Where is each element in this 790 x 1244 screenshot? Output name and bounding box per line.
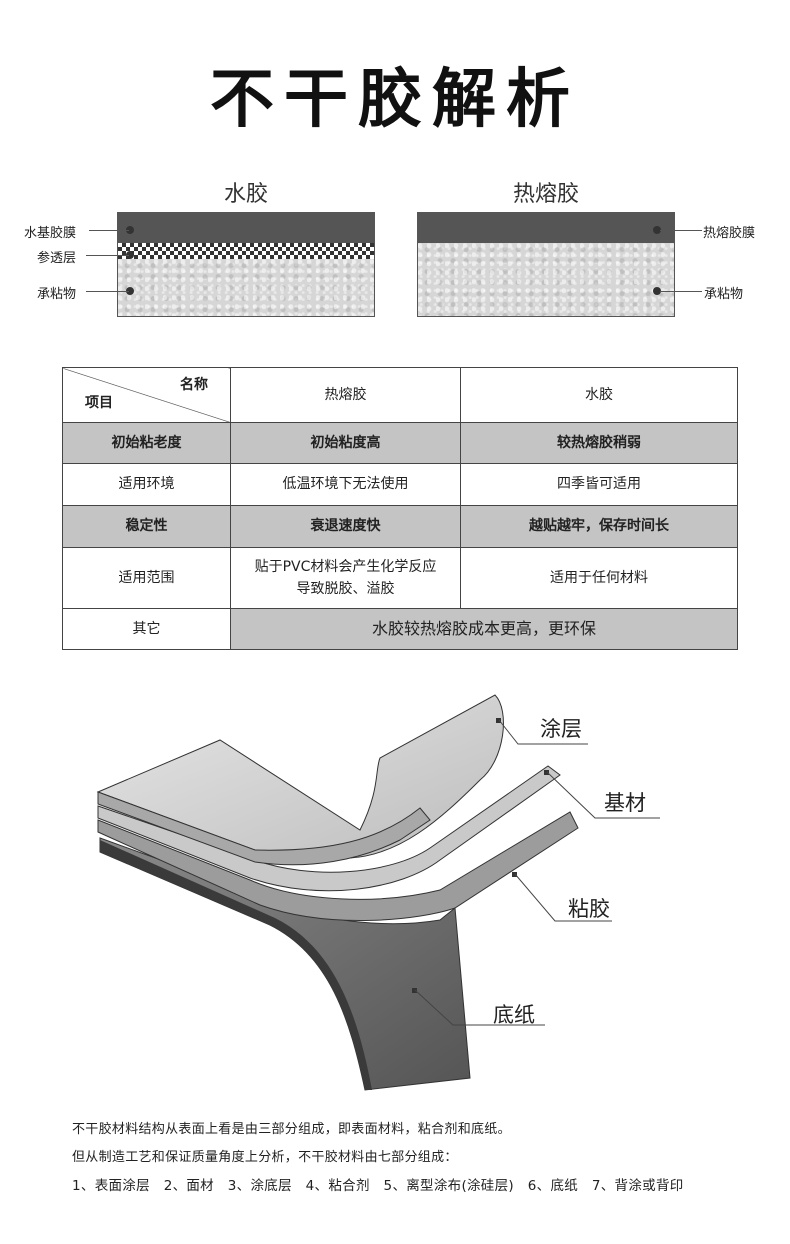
label-coating: 涂层	[540, 717, 582, 741]
table-row: 稳定性 衰退速度快 越贴越牢，保存时间长	[62, 505, 738, 548]
header-hotmelt: 热熔胶	[230, 367, 461, 423]
table-row: 适用环境 低温环境下无法使用 四季皆可适用	[62, 463, 738, 506]
layer-structure-diagram	[96, 694, 660, 1091]
label-adherend-right: 承粘物	[704, 287, 744, 302]
label-hotmelt-film: 热熔胶膜	[703, 226, 756, 241]
label-water-film: 水基胶膜	[24, 226, 77, 241]
water-glue-title: 水胶	[223, 182, 268, 207]
row-hotmelt: 衰退速度快	[230, 505, 461, 548]
leader-line	[660, 291, 702, 292]
row-hotmelt-line2: 导致脱胶、溢胶	[296, 581, 395, 597]
row-item: 初始粘老度	[62, 422, 231, 464]
hotmelt-title: 热熔胶	[512, 182, 579, 207]
row-water: 适用于任何材料	[460, 547, 738, 609]
substrate-pointer	[544, 770, 660, 819]
row-item: 适用范围	[62, 547, 231, 609]
table-header-row: 名称 项目 热熔胶 水胶	[62, 367, 738, 423]
row-water: 较热熔胶稍弱	[460, 422, 738, 464]
coating-pointer	[496, 718, 588, 745]
marker-dot	[126, 226, 134, 234]
water-glue-film	[118, 213, 374, 243]
backing-pointer	[412, 988, 545, 1026]
coating-edge	[97, 791, 431, 866]
substrate-layer	[97, 765, 561, 892]
footer-line-3: 1、表面涂层 2、面材 3、涂底层 4、粘合剂 5、离型涂布(涂硅层) 6、底纸…	[72, 1178, 684, 1194]
water-glue-substrate	[118, 259, 374, 316]
marker-dot	[653, 287, 661, 295]
label-substrate: 基材	[604, 791, 646, 815]
table-row: 适用范围 贴于PVC材料会产生化学反应 导致脱胶、溢胶 适用于任何材料	[62, 547, 738, 609]
corner-name-label: 名称	[180, 377, 208, 393]
row-item: 其它	[62, 608, 231, 650]
comparison-table: 名称 项目 热熔胶 水胶 初始粘老度 初始粘度高 较热熔胶稍弱 适用环境 低温环…	[62, 367, 738, 650]
adhesive-layer	[97, 811, 579, 921]
hotmelt-film	[418, 213, 674, 243]
adhesive-pointer	[512, 872, 612, 922]
page-title: 不干胶解析	[210, 63, 580, 137]
corner-item-label: 项目	[85, 394, 113, 411]
leader-line	[660, 230, 702, 231]
hotmelt-swatch	[417, 212, 675, 317]
penetration-layer	[118, 243, 374, 259]
label-penetration-layer: 参透层	[37, 251, 77, 266]
row-hotmelt-line1: 贴于PVC材料会产生化学反应	[254, 558, 437, 575]
marker-dot	[126, 251, 134, 259]
leader-line	[89, 230, 129, 231]
header-water: 水胶	[460, 367, 738, 423]
table-row: 初始粘老度 初始粘度高 较热熔胶稍弱	[62, 422, 738, 464]
table-row: 其它 水胶较热熔胶成本更高，更环保	[62, 608, 738, 650]
leader-line	[86, 291, 129, 292]
label-adherend-left: 承粘物	[37, 287, 77, 302]
label-backing: 底纸	[493, 1003, 535, 1027]
table-corner-cell: 名称 项目	[62, 367, 231, 423]
marker-dot	[126, 287, 134, 295]
hotmelt-substrate	[418, 243, 674, 316]
row-hotmelt: 贴于PVC材料会产生化学反应 导致脱胶、溢胶	[230, 547, 461, 609]
row-hotmelt: 低温环境下无法使用	[230, 463, 461, 506]
label-adhesive: 粘胶	[568, 897, 610, 921]
row-hotmelt: 初始粘度高	[230, 422, 461, 464]
row-water: 四季皆可适用	[460, 463, 738, 506]
marker-dot	[653, 226, 661, 234]
footer-line-1: 不干胶材料结构从表面上看是由三部分组成，即表面材料，粘合剂和底纸。	[72, 1122, 511, 1137]
row-item: 稳定性	[62, 505, 231, 548]
coating-layer	[96, 694, 504, 859]
row-note: 水胶较热熔胶成本更高，更环保	[230, 608, 738, 650]
footer-line-2: 但从制造工艺和保证质量角度上分析，不干胶材料由七部分组成：	[72, 1150, 458, 1165]
row-item: 适用环境	[62, 463, 231, 506]
water-glue-swatch	[117, 212, 375, 317]
backing-edge	[100, 840, 372, 1090]
row-water: 越贴越牢，保存时间长	[460, 505, 738, 548]
leader-line	[86, 255, 129, 256]
